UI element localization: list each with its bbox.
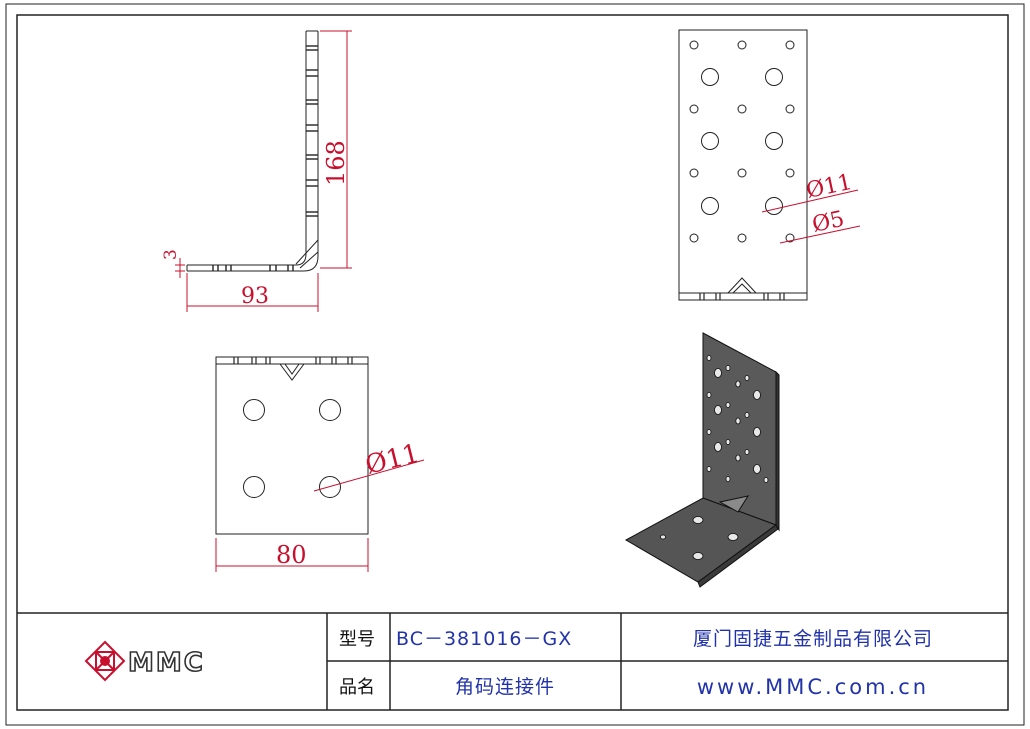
front-view-leaders	[761, 189, 861, 244]
side-view-dimensions	[175, 30, 352, 312]
model-label: 型号	[339, 629, 375, 650]
front-view	[678, 29, 808, 301]
top-view-dimensions	[215, 459, 425, 572]
name-value: 角码连接件	[455, 676, 555, 698]
title-block	[17, 612, 1008, 710]
hole-diameter-large-top-label: Ø11	[804, 170, 854, 204]
logo-emblem-icon	[84, 640, 126, 682]
company-name: 厦门固捷五金制品有限公司	[693, 628, 933, 650]
company-logo: MMC	[84, 640, 205, 682]
dimension-thickness-label: 3	[161, 249, 181, 260]
top-view	[215, 356, 369, 535]
hole-diameter-small-label: Ø5	[810, 207, 847, 238]
logo-text: MMC	[128, 648, 205, 678]
dimension-width-label: 80	[276, 541, 307, 569]
dimension-length-label: 93	[241, 284, 269, 309]
website-link[interactable]: www.MMC.com.cn	[697, 675, 929, 699]
dimension-height-label: 168	[322, 140, 350, 186]
front-view-holes	[689, 40, 795, 243]
name-label: 品名	[339, 677, 375, 698]
top-view-holes	[243, 399, 341, 498]
isometric-view	[624, 332, 780, 588]
model-value: BC－381016－GX	[396, 628, 572, 650]
hole-diameter-large-bottom-label: Ø11	[362, 439, 422, 481]
side-view	[186, 30, 319, 272]
